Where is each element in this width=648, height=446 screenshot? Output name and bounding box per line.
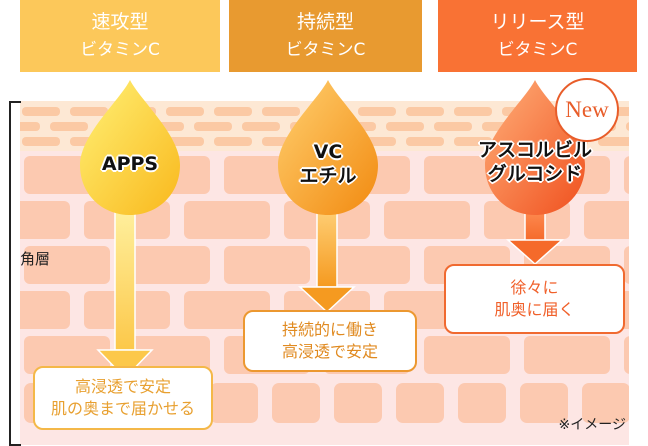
skin-cell [124, 336, 210, 374]
skin-cell [424, 336, 510, 374]
skin-cell [70, 107, 108, 116]
header-type: 速攻型 [91, 11, 149, 33]
description-line: 肌の奥まで届かせる [50, 399, 195, 418]
skin-cell [22, 137, 60, 146]
skin-cell [22, 107, 60, 116]
skin-cell [50, 122, 88, 131]
drop-sustained [278, 80, 378, 215]
image-note: ※イメージ [558, 417, 626, 433]
ingredient-line: グルコシド [487, 163, 583, 185]
stratum-corneum-label: 角層 [20, 250, 51, 268]
arrow-fast [96, 204, 154, 380]
description-line: 徐々に [510, 278, 559, 297]
skin-cell [334, 383, 382, 423]
skin-cell [214, 137, 252, 146]
header-subtitle: ビタミンC [285, 40, 366, 60]
skin-cell [242, 122, 280, 131]
drop-label-fast: APPS [80, 152, 180, 176]
description-line: 肌奥に届く [494, 300, 575, 319]
skin-cell [582, 383, 629, 423]
drop-label-sustained: VC エチル [268, 140, 388, 188]
skin-cell [20, 201, 70, 239]
skin-cell [626, 122, 629, 131]
description-line: 高浸透で安定 [74, 377, 171, 396]
skin-cell [166, 107, 204, 116]
skin-cell [384, 201, 470, 239]
ingredient-line: APPS [101, 153, 159, 175]
skin-cell [24, 246, 110, 284]
skin-cell [584, 201, 629, 239]
description-sustained: 持続的に働き 高浸透で安定 [243, 310, 417, 372]
skin-cell [20, 291, 70, 329]
skin-cell [214, 107, 252, 116]
skin-cell [524, 336, 610, 374]
skin-cell [324, 246, 410, 284]
header-release: リリース型 ビタミンC [438, 0, 637, 72]
skin-cell [24, 336, 110, 374]
skin-cell [434, 122, 472, 131]
description-release: 徐々に 肌奥に届く [444, 264, 625, 334]
header-fast-acting: 速攻型 ビタミンC [20, 0, 220, 72]
skin-cell [406, 137, 444, 146]
description-line: 持続的に働き [281, 320, 378, 339]
skin-cell [624, 246, 629, 284]
skin-cell [358, 107, 396, 116]
ingredient-line: アスコルビル [477, 139, 592, 161]
drop-fast [80, 80, 180, 215]
skin-cell [454, 107, 492, 116]
description-line: 高浸透で安定 [281, 342, 378, 361]
skin-cell [166, 137, 204, 146]
skin-cell [224, 246, 310, 284]
skin-cell [386, 122, 424, 131]
arrow-sustained [298, 204, 356, 314]
skin-cell [454, 137, 492, 146]
skin-cell [598, 137, 629, 146]
skin-cell [624, 336, 629, 374]
skin-cell [624, 156, 629, 194]
header-sustained: 持続型 ビタミンC [229, 0, 422, 72]
header-subtitle: ビタミンC [80, 40, 160, 60]
drop-label-release: アスコルビル グルコシド [460, 138, 610, 186]
description-fast: 高浸透で安定 肌の奥まで届かせる [33, 366, 213, 430]
skin-cell [194, 122, 232, 131]
new-badge: New [555, 78, 619, 142]
drop-release [485, 80, 585, 215]
skin-cell [184, 201, 270, 239]
header-subtitle: ビタミンC [497, 40, 578, 60]
header-type: リリース型 [490, 11, 585, 33]
header-type: 持続型 [296, 11, 354, 33]
skin-cell [124, 246, 210, 284]
ingredient-line: VC [313, 141, 343, 163]
skin-cell [262, 107, 300, 116]
skin-cell [396, 383, 444, 423]
ingredient-line: エチル [299, 165, 357, 187]
skin-cell [210, 383, 258, 423]
skin-cell [520, 383, 568, 423]
skin-cell [458, 383, 506, 423]
skin-cell [406, 107, 444, 116]
skin-cell [272, 383, 320, 423]
skin-cell [20, 122, 40, 131]
